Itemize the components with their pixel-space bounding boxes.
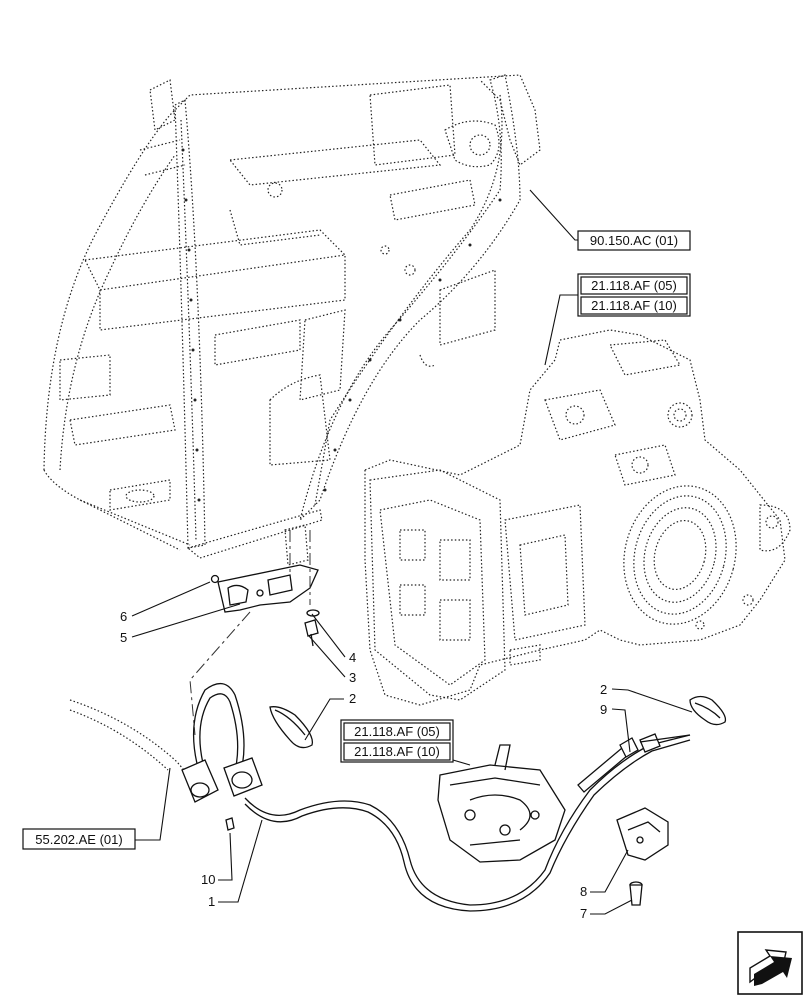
callout-10: 10 [201, 872, 215, 887]
callout-9: 9 [600, 702, 607, 717]
callout-1: 1 [208, 894, 215, 909]
connector-left [181, 759, 219, 803]
transmission-housing [364, 329, 791, 706]
reference-valve-label-b[interactable]: 21.118.AF (10) [354, 744, 440, 759]
next-page-arrow-icon[interactable] [737, 931, 803, 995]
connector-right [223, 757, 263, 797]
reference-transmission[interactable]: 21.118.AF (05) 21.118.AF (10) [577, 273, 691, 317]
sensor-9 [577, 734, 691, 793]
bolt-7 [629, 881, 643, 906]
cable-tie-left [269, 706, 314, 749]
clip-8 [616, 807, 669, 861]
washer [210, 574, 220, 584]
callout-numbers: 6 5 4 3 2 2 9 10 1 8 7 [120, 609, 607, 921]
callout-6: 6 [120, 609, 127, 624]
callout-3: 3 [349, 670, 356, 685]
callout-8: 8 [580, 884, 587, 899]
reference-transmission-label-a[interactable]: 21.118.AF (05) [591, 278, 677, 293]
callout-4: 4 [349, 650, 356, 665]
valve-block [437, 744, 566, 863]
wiring-harness [69, 611, 691, 912]
reference-valve[interactable]: 21.118.AF (05) 21.118.AF (10) [340, 719, 454, 763]
reference-valve-label-a[interactable]: 21.118.AF (05) [354, 724, 440, 739]
callout-7: 7 [580, 906, 587, 921]
bracket-assembly [210, 530, 320, 647]
reference-harness[interactable]: 55.202.AE (01) [22, 828, 136, 850]
callout-5: 5 [120, 630, 127, 645]
leader-lines [131, 189, 693, 915]
reference-cab-label[interactable]: 90.150.AC (01) [590, 233, 678, 248]
reference-transmission-label-b[interactable]: 21.118.AF (10) [591, 298, 677, 313]
callout-2-left: 2 [349, 691, 356, 706]
callout-2-right: 2 [600, 682, 607, 697]
bolt-3 [304, 619, 319, 637]
cable-tie-right [689, 695, 727, 726]
cab-frame [43, 74, 541, 566]
reference-cab[interactable]: 90.150.AC (01) [577, 230, 691, 251]
reference-harness-label[interactable]: 55.202.AE (01) [35, 832, 122, 847]
